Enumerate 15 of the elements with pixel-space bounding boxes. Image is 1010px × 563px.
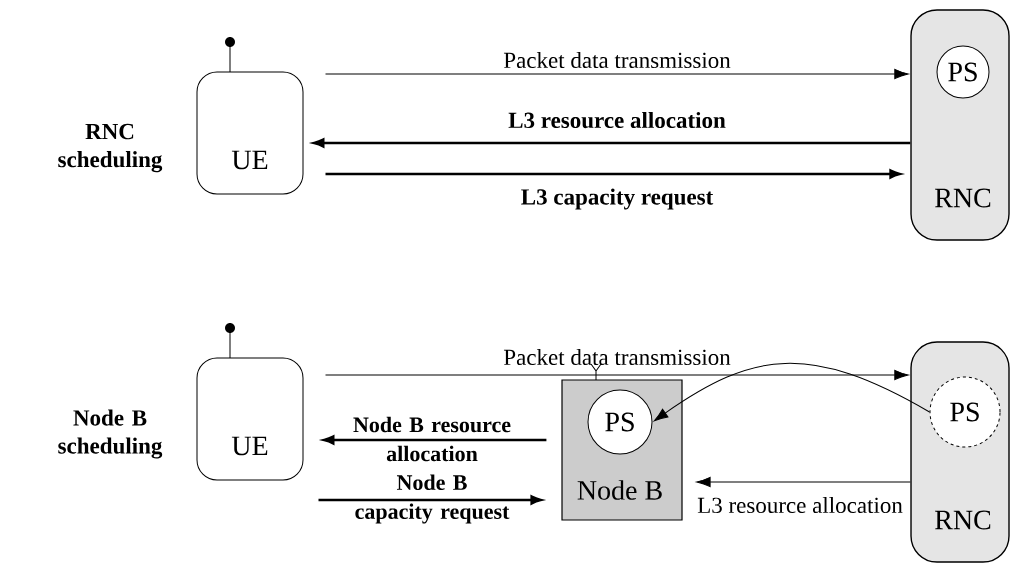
edge-label: Packet data transmission: [503, 348, 731, 366]
row-label: Node B scheduling: [58, 409, 163, 459]
ue-device-box: UE: [196, 323, 304, 481]
edge-label: L3 capacity request: [521, 188, 714, 210]
arrow: [325, 369, 909, 381]
edge-label: Node B resource allocation: [353, 416, 511, 462]
edge-label: Node B capacity request: [355, 474, 510, 524]
arrow: [653, 362, 930, 422]
edge-label: Packet data transmission: [503, 51, 731, 69]
edge-label: L3 resource allocation: [697, 496, 903, 514]
row-label: RNC scheduling: [58, 123, 163, 173]
ue-device-box: UE: [196, 37, 304, 195]
arrow: [325, 68, 909, 80]
arrow: [696, 476, 911, 488]
edge-label: L3 resource allocation: [508, 111, 726, 129]
